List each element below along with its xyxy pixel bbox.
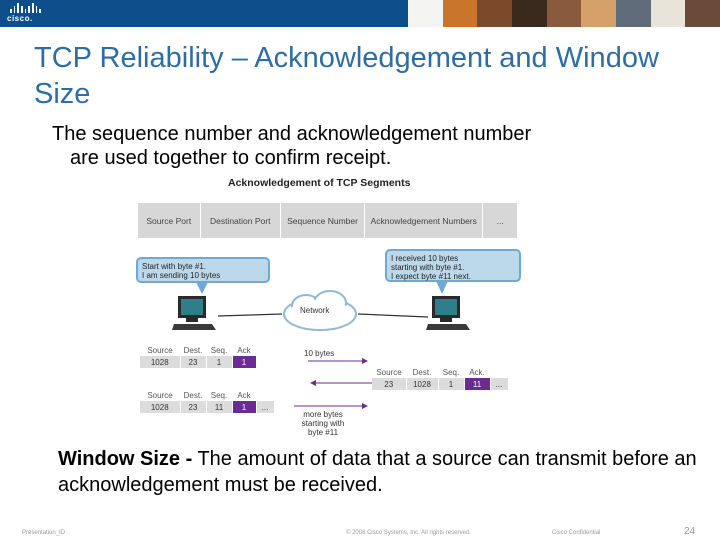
- cisco-logo: cisco.: [7, 3, 42, 23]
- header-field: Sequence Number: [281, 203, 366, 238]
- segment-header: Ack: [237, 390, 251, 400]
- footer-confidential: Cisco Confidential: [552, 530, 601, 536]
- arrow-head: [362, 358, 368, 364]
- header-field: Destination Port: [201, 203, 281, 238]
- arrow-label-line: byte #11: [307, 428, 339, 437]
- segment-header: Seq.: [210, 390, 228, 400]
- network-label: Network: [300, 306, 330, 315]
- intro-text: The sequence number and acknowledgement …: [52, 122, 672, 170]
- top-banner: cisco.: [0, 0, 720, 27]
- cisco-logo-text: cisco.: [7, 14, 33, 23]
- tcp-ack-diagram: Acknowledgement of TCP Segments Source P…: [136, 174, 526, 444]
- arrow-label-line: more bytes: [303, 410, 343, 419]
- segment-ack-value: 1: [232, 401, 257, 413]
- intro-text-line2: are used together to confirm receipt.: [70, 147, 392, 169]
- segment-2-table: Source Dest. Seq. Ack. 23 1028 1 11 ...: [372, 366, 509, 390]
- segment-3-table: Source Dest. Seq. Ack 1028 23 11 1 ...: [140, 389, 275, 413]
- segment-value: 23: [180, 401, 207, 413]
- bubble-tail-right: [436, 281, 448, 294]
- segment-value: 23: [180, 356, 207, 368]
- bubble-line: I expect byte #11 next.: [391, 272, 471, 281]
- segment-header: Source: [147, 390, 173, 400]
- segment-header: Source: [147, 345, 173, 355]
- diagram-lines: [196, 281, 448, 409]
- arrow-head: [362, 403, 368, 409]
- segment-header: Dest.: [183, 345, 203, 355]
- segment-ack-value: 11: [464, 378, 491, 390]
- receiver-speech-bubble: I received 10 bytes starting with byte #…: [385, 249, 521, 282]
- page-number: 24: [684, 526, 696, 537]
- segment-value: 1028: [406, 378, 439, 390]
- banner-photo-strip: [408, 0, 720, 27]
- window-size-text: The amount of data that a source can tra…: [58, 448, 697, 496]
- arrow-head: [310, 380, 316, 386]
- segment-value: 11: [206, 401, 233, 413]
- segment-header: Ack: [237, 345, 251, 355]
- network-cloud-icon: [283, 290, 357, 331]
- intro-text-line1: The sequence number and acknowledgement …: [52, 123, 532, 145]
- bubble-line: I am sending 10 bytes: [142, 271, 221, 280]
- footer-copyright: © 2008 Cisco Systems, Inc. All rights re…: [346, 530, 471, 536]
- bubble-line: starting with byte #1.: [391, 263, 465, 272]
- link-left: [217, 313, 283, 317]
- bubble-line: I received 10 bytes: [391, 254, 459, 263]
- segment-header: Source: [376, 367, 402, 377]
- sender-computer-icon: [172, 296, 216, 330]
- segment-value: 1028: [140, 401, 181, 413]
- slide-title: TCP Reliability – Acknowledgement and Wi…: [34, 42, 659, 110]
- arrow-1-label: 10 bytes: [304, 349, 335, 358]
- segment-header: Seq.: [210, 345, 228, 355]
- receiver-computer-icon: [426, 296, 470, 330]
- window-size-definition: Window Size - The amount of data that a …: [58, 446, 698, 498]
- segment-ack-value: 1: [232, 356, 257, 368]
- segment-header: Seq.: [442, 367, 460, 377]
- arrow-3-label: more bytes starting with byte #11: [296, 410, 350, 437]
- segment-value: 23: [372, 378, 407, 390]
- segment-value: 1: [206, 356, 233, 368]
- header-field: ...: [483, 203, 518, 238]
- bubble-line: Start with byte #1.: [142, 262, 207, 271]
- footer-presentation-id: Presentation_ID: [22, 530, 66, 536]
- segment-value: 1028: [140, 356, 181, 368]
- window-size-term: Window Size -: [58, 448, 193, 470]
- arrow-label-line: starting with: [301, 419, 345, 428]
- bubble-tail-left: [196, 282, 208, 294]
- segment-header: Dest.: [183, 390, 203, 400]
- header-field: Acknowledgement Numbers: [365, 203, 484, 238]
- link-right: [357, 313, 429, 318]
- segment-value: ...: [490, 378, 509, 390]
- segment-value: ...: [256, 401, 275, 413]
- tcp-header-fields: Source Port Destination Port Sequence Nu…: [138, 203, 518, 238]
- header-field: Source Port: [138, 203, 201, 238]
- segment-1-table: Source Dest. Seq. Ack 1028 23 1 1: [140, 344, 257, 368]
- segment-header: Ack.: [469, 367, 485, 377]
- diagram-title: Acknowledgement of TCP Segments: [228, 177, 411, 189]
- segment-header: Dest.: [412, 367, 432, 377]
- segment-value: 1: [438, 378, 465, 390]
